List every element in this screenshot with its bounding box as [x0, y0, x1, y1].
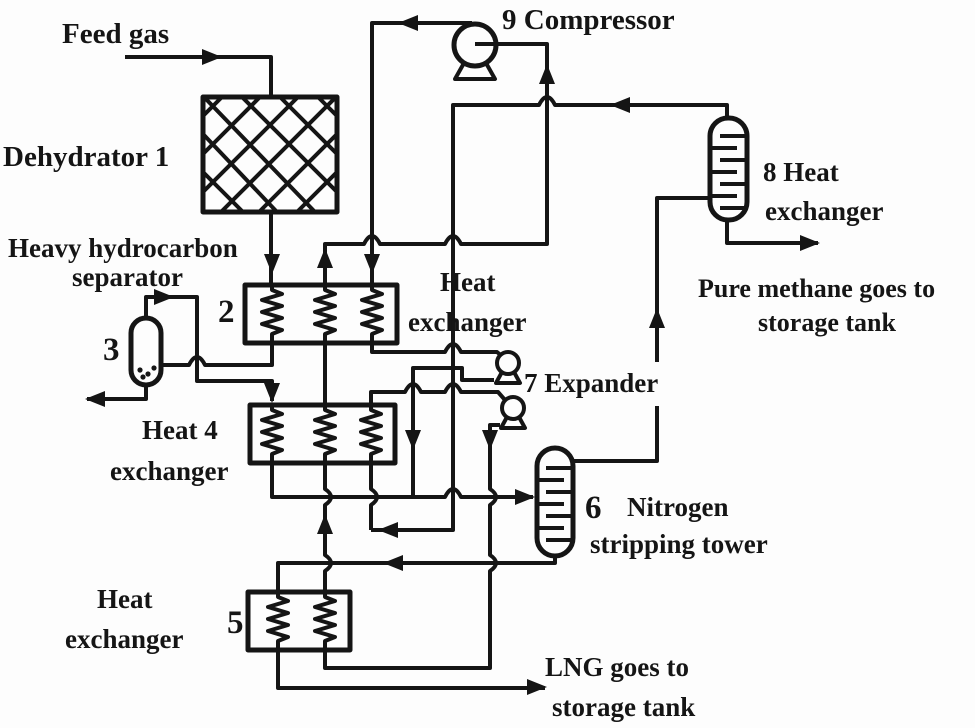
label-tower-number: 6 [585, 490, 602, 526]
arrow-lng-to-storage [527, 679, 547, 695]
separator-liquid-dots [137, 365, 157, 380]
heat-exchanger-8-symbol [707, 115, 750, 223]
label-hx8-line1: 8 Heat [763, 157, 839, 187]
pipe-expander7b-outlet [323, 423, 500, 670]
arrow-hx8-top-return [610, 97, 630, 113]
pipe-expander7a-outlet [411, 366, 494, 497]
pipe-tower-overhead-to-hx8 [573, 196, 708, 463]
label-hx-mid-line2: exchanger [408, 307, 526, 337]
pipe-separator-liquid-out [87, 385, 148, 401]
expander-7a-wheel [495, 350, 521, 376]
pipe-lng-to-storage [276, 650, 545, 690]
hx8-baffles [712, 134, 745, 210]
tower-trays [539, 466, 571, 542]
hx8-vessel [707, 115, 750, 223]
arrow-tower-to-hx8 [649, 308, 665, 328]
arrow-feed-into-tower [515, 489, 535, 505]
arrow-compressor-suction [539, 64, 555, 84]
label-methane-line2: storage tank [758, 308, 896, 337]
equipment-symbols [128, 21, 750, 653]
label-hx2-number: 2 [218, 294, 235, 330]
arrow-out-hx2-coil2 [317, 248, 333, 268]
label-hx4-line1: Heat 4 [142, 415, 218, 445]
stripping-tower-6-symbol [534, 445, 576, 559]
arrow-pure-methane [800, 235, 820, 251]
process-lines [87, 21, 818, 690]
pipe-hx4-coil3-to-expander7b [369, 382, 507, 405]
arrow-hx8-return-left [378, 522, 398, 538]
compressor-9-symbol [451, 21, 499, 81]
arrow-separator-liquid [85, 391, 105, 407]
arrow-into-hx4-coil1 [264, 383, 280, 403]
arrow-hx5-riser-up [317, 514, 333, 534]
label-tower-line1: Nitrogen [627, 492, 729, 522]
expander-7b-symbol [499, 395, 527, 430]
label-lng-line2: storage tank [552, 692, 695, 722]
pipe-hx2-coil3-to-expander7a [370, 342, 505, 359]
arrow-into-hx2-coil1 [264, 254, 280, 274]
label-hx5-line1: Heat [97, 584, 152, 614]
expander-7b-wheel [500, 395, 526, 421]
pipe-compressor-discharge [370, 21, 472, 285]
pipe-tower-bottoms-lng [276, 556, 557, 592]
labels: Feed gas Dehydrator 1 9 Compressor 8 Hea… [3, 4, 935, 722]
dehydrator-crosshatch [203, 97, 337, 212]
arrow-expander7b-out [482, 430, 498, 450]
label-hx4-line2: exchanger [110, 456, 228, 486]
arrow-expander7a-out [405, 430, 421, 450]
pipe-feed-to-tower [270, 463, 533, 499]
separator-3-symbol [128, 315, 164, 388]
label-hx5-number: 5 [227, 605, 244, 641]
heat-exchanger-4-symbol [247, 402, 398, 466]
pipe-feed-gas [125, 55, 273, 97]
label-lng-line1: LNG goes to [545, 652, 689, 682]
label-dehydrator: Dehydrator 1 [3, 141, 169, 173]
label-separator-line2: separator [72, 262, 183, 292]
arrow-tower-bottoms [383, 555, 403, 571]
arrow-feed-gas [202, 49, 222, 65]
label-compressor: 9 Compressor [502, 4, 675, 36]
pipe-hx8-top-return [371, 95, 729, 532]
label-methane-line1: Pure methane goes to [698, 274, 935, 303]
label-expander: 7 Expander [524, 368, 658, 398]
pipe-hx2-coil1-to-separator [161, 343, 274, 367]
pipe-recycle-to-compressor [323, 42, 549, 285]
label-hx-mid-line1: Heat [440, 267, 495, 297]
label-separator-number: 3 [103, 332, 120, 368]
heat-exchanger-2-symbol [242, 282, 400, 346]
label-hx5-line2: exchanger [65, 624, 183, 654]
arrow-into-hx2-coil3 [364, 254, 380, 274]
dehydrator-symbol [200, 94, 340, 215]
expander-7a-symbol [494, 350, 522, 385]
label-separator-line1: Heavy hydrocarbon [8, 233, 238, 263]
label-hx8-line2: exchanger [765, 196, 883, 226]
heat-exchanger-5-symbol [245, 589, 353, 653]
pipe-pure-methane-out [725, 220, 818, 245]
label-feed-gas: Feed gas [62, 18, 169, 50]
label-tower-line2: stripping tower [590, 529, 768, 559]
arrow-compressor-discharge [398, 15, 418, 31]
